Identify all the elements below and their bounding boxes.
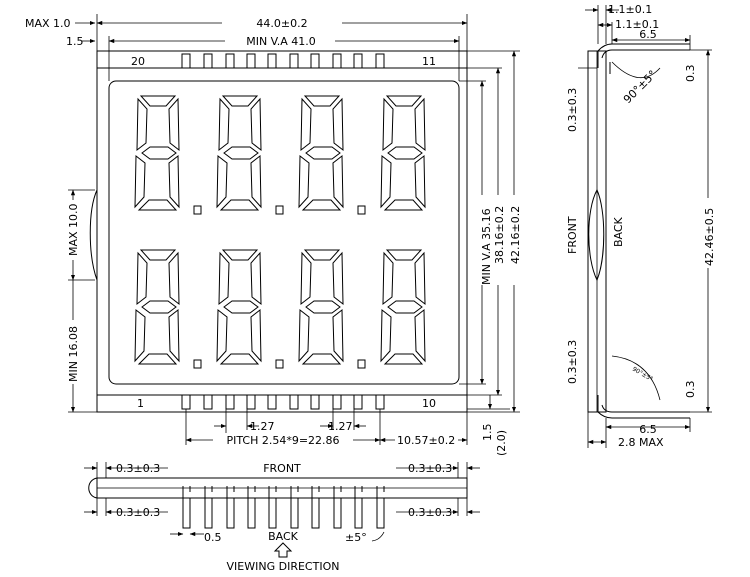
digit-6 bbox=[216, 249, 262, 365]
dim-min-va-height: MIN V.A 35.16 bbox=[480, 208, 493, 285]
dim-bottom-top-left: 0.3±0.3 bbox=[116, 462, 160, 475]
side-back-label: BACK bbox=[612, 216, 625, 247]
dim-side-top-1: 1.1±0.1 bbox=[608, 3, 652, 16]
pin-label-11: 11 bbox=[422, 55, 436, 68]
bottom-back-label: BACK bbox=[268, 530, 299, 543]
pin-label-10: 10 bbox=[422, 397, 436, 410]
bottom-pins bbox=[181, 394, 385, 410]
dim-side-top-2: 1.1±0.1 bbox=[615, 18, 659, 31]
digit-4 bbox=[380, 95, 426, 211]
digit-2 bbox=[216, 95, 262, 211]
side-seal bbox=[588, 188, 605, 282]
side-pin-bottom bbox=[597, 395, 690, 419]
dim-max-thickness: MAX 1.0 bbox=[25, 17, 71, 30]
digit-1 bbox=[134, 95, 180, 211]
dim-side-glass-offset-bottom: 0.3±0.3 bbox=[566, 340, 579, 384]
dim-bottom-pin-width: 0.5 bbox=[204, 531, 222, 544]
bottom-view: FRONT 0.3±0.3 0.3±0.3 0.3±0.3 0.3±0.3 0.… bbox=[84, 462, 480, 573]
dim-min-va-width: MIN V.A 41.0 bbox=[246, 35, 316, 48]
front-view: 20 11 1 10 44.0±0.2 MIN V.A 41.0 MAX 1.0… bbox=[25, 14, 522, 456]
digit-5 bbox=[134, 249, 180, 365]
dim-pin-pitch-right: 1.27 bbox=[328, 420, 353, 433]
pin-label-1: 1 bbox=[137, 397, 144, 410]
dim-side-bend-top: 0.3 bbox=[684, 65, 697, 83]
digit-7 bbox=[298, 249, 344, 365]
dim-side-glass-offset-top: 0.3±0.3 bbox=[566, 88, 579, 132]
dim-edge-offset: 1.5 bbox=[66, 35, 84, 48]
side-view: 1.1±0.1 1.1±0.1 6.5 0.3 90°±5° 0.3±0.3 F… bbox=[566, 3, 716, 449]
viewing-direction-arrow bbox=[273, 542, 293, 558]
dim-bottom-bottom-left: 0.3±0.3 bbox=[116, 506, 160, 519]
dim-side-max-depth: 2.8 MAX bbox=[618, 436, 664, 449]
dim-pin-edge-offset: 10.57±0.2 bbox=[397, 434, 455, 447]
bottom-front-label: FRONT bbox=[263, 462, 301, 475]
digit-3 bbox=[298, 95, 344, 211]
seal-bump bbox=[89, 189, 98, 281]
dim-bottom-right: 1.5 bbox=[481, 424, 494, 442]
decimal-point bbox=[193, 205, 202, 215]
dim-pin-pitch-total: PITCH 2.54*9=22.86 bbox=[226, 434, 339, 447]
dim-left-upper: MAX 10.0 bbox=[67, 203, 80, 256]
side-pin-top bbox=[597, 43, 690, 68]
top-pins bbox=[181, 53, 385, 69]
dim-pin-pitch-left: 1.27 bbox=[250, 420, 275, 433]
digit-row-1 bbox=[134, 95, 426, 215]
side-front-label: FRONT bbox=[566, 216, 579, 254]
lcd-outline bbox=[96, 50, 468, 413]
dim-left-lower: MIN 16.08 bbox=[67, 326, 80, 382]
viewing-area bbox=[108, 80, 460, 385]
dim-bottom-bottom-right: 0.3±0.3 bbox=[408, 506, 452, 519]
bottom-view-pins bbox=[182, 486, 385, 529]
dim-overall-width: 44.0±0.2 bbox=[256, 17, 307, 30]
dim-bottom-right-ref: (2.0) bbox=[495, 430, 508, 456]
bottom-seal bbox=[88, 477, 98, 499]
digit-8 bbox=[380, 249, 426, 365]
dim-side-pin-length-bottom: 6.5 bbox=[639, 423, 657, 436]
dim-side-pin-length: 6.5 bbox=[639, 28, 657, 41]
digit-row-2 bbox=[134, 249, 426, 369]
viewing-direction-label: VIEWING DIRECTION bbox=[227, 560, 340, 573]
dim-bottom-top-right: 0.3±0.3 bbox=[408, 462, 452, 475]
dim-inner-height: 38.16±0.2 bbox=[493, 206, 506, 264]
dim-overall-height: 42.16±0.2 bbox=[509, 206, 522, 264]
decimal-point bbox=[275, 205, 284, 215]
decimal-point bbox=[357, 205, 366, 215]
dim-bottom-angle-tol: ±5° bbox=[345, 531, 367, 544]
dim-side-pin-total: 42.46±0.5 bbox=[703, 208, 716, 266]
decimal-point bbox=[193, 359, 202, 369]
lcd-glass-inner bbox=[96, 67, 468, 396]
decimal-point bbox=[357, 359, 366, 369]
dim-side-bend-bottom: 0.3 bbox=[684, 381, 697, 399]
pin-label-20: 20 bbox=[131, 55, 145, 68]
decimal-point bbox=[275, 359, 284, 369]
